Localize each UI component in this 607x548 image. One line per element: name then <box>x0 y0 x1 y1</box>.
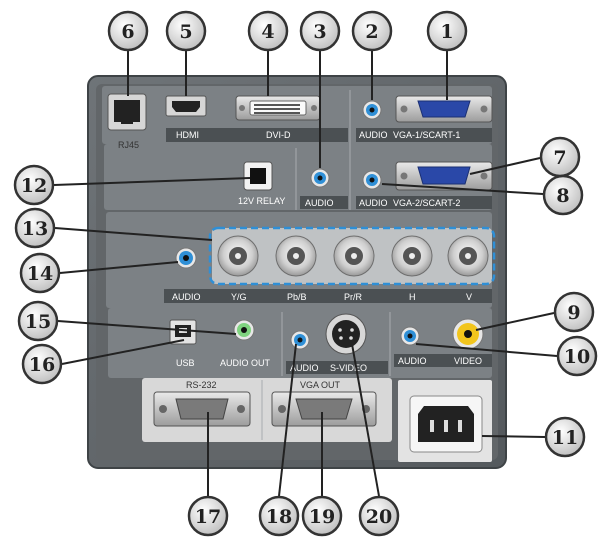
bnc-h-connector <box>391 235 433 277</box>
audio-mid-jack <box>310 168 330 188</box>
audio-component-jack <box>175 247 197 269</box>
vga-1-port <box>395 95 493 123</box>
dvi-port <box>235 95 321 121</box>
label-audio-mid: AUDIO <box>305 198 334 208</box>
label-video: VIDEO <box>454 356 482 366</box>
callout-20: 20 <box>358 495 400 537</box>
callout-2: 2 <box>351 10 393 52</box>
svg-text:9: 9 <box>567 302 580 324</box>
callout-15: 15 <box>17 300 59 342</box>
label-usb: USB <box>176 358 195 368</box>
label-12v-relay: 12V RELAY <box>238 196 285 206</box>
power-socket <box>409 395 483 453</box>
callout-10: 10 <box>556 335 598 377</box>
audio-in-2-jack <box>362 170 382 190</box>
bnc-v-connector <box>447 235 489 277</box>
label-audio-video: AUDIO <box>398 356 427 366</box>
svg-text:17: 17 <box>195 506 221 528</box>
label-vga-2: VGA-2/SCART-2 <box>393 198 460 208</box>
label-rj45: RJ45 <box>118 140 139 150</box>
component-bnc-group <box>208 226 496 286</box>
label-h: H <box>409 292 416 302</box>
svg-text:4: 4 <box>261 21 274 43</box>
callout-5: 5 <box>165 10 207 52</box>
label-audio-out: AUDIO OUT <box>220 358 271 368</box>
svg-text:12: 12 <box>21 175 47 197</box>
leader-lines <box>53 50 558 497</box>
audio-out-jack <box>233 319 255 341</box>
label-audio-svideo: AUDIO <box>290 363 319 373</box>
label-vga-1: VGA-1/SCART-1 <box>393 130 460 140</box>
video-rca-jack <box>452 318 484 350</box>
callout-1: 1 <box>426 10 468 52</box>
bnc-yg-connector <box>217 235 259 277</box>
callout-8: 8 <box>542 174 584 216</box>
svg-text:15: 15 <box>25 311 51 333</box>
label-dvi: DVI-D <box>266 130 291 140</box>
callout-11: 11 <box>544 416 586 458</box>
svg-text:16: 16 <box>29 354 55 376</box>
label-vga-out: VGA OUT <box>300 380 341 390</box>
audio-in-1-jack <box>362 100 382 120</box>
callout-6: 6 <box>107 10 149 52</box>
callout-7: 7 <box>539 136 581 178</box>
svg-text:20: 20 <box>366 506 392 528</box>
label-yg: Y/G <box>231 292 247 302</box>
svg-text:10: 10 <box>564 346 590 368</box>
svg-text:7: 7 <box>553 147 566 169</box>
svg-text:2: 2 <box>365 21 378 43</box>
label-audio-1: AUDIO <box>359 130 388 140</box>
hdmi-port <box>165 95 207 117</box>
audio-video-jack <box>400 326 420 346</box>
label-audio-2: AUDIO <box>359 198 388 208</box>
svg-text:8: 8 <box>556 185 569 207</box>
callout-18: 18 <box>258 495 300 537</box>
callout-13: 13 <box>14 207 56 249</box>
callout-17: 17 <box>187 495 229 537</box>
svideo-port <box>325 313 367 355</box>
svg-text:13: 13 <box>22 218 48 240</box>
svg-text:3: 3 <box>313 21 326 43</box>
vga-2-port <box>395 161 493 191</box>
callout-14: 14 <box>19 252 61 294</box>
svg-text:19: 19 <box>309 506 335 528</box>
label-v: V <box>466 292 472 302</box>
label-svideo: S-VIDEO <box>330 363 367 373</box>
bnc-prr-connector <box>333 235 375 277</box>
audio-svideo-jack <box>290 330 310 350</box>
callout-4: 4 <box>247 10 289 52</box>
callout-3: 3 <box>299 10 341 52</box>
callout-9: 9 <box>553 291 595 333</box>
svg-text:5: 5 <box>179 21 192 43</box>
rj45-port <box>107 93 147 131</box>
callout-19: 19 <box>301 495 343 537</box>
svg-text:6: 6 <box>121 21 134 43</box>
label-pbb: Pb/B <box>287 292 307 302</box>
svg-text:18: 18 <box>266 506 292 528</box>
bnc-pbb-connector <box>275 235 317 277</box>
label-prr: Pr/R <box>344 292 363 302</box>
label-audio-component: AUDIO <box>172 292 201 302</box>
svg-text:14: 14 <box>27 263 53 285</box>
label-hdmi: HDMI <box>176 130 199 140</box>
bnc-group-outline <box>208 226 496 286</box>
callout-16: 16 <box>21 343 63 385</box>
rs232-port <box>153 391 251 427</box>
relay-port <box>243 161 273 191</box>
label-rs232: RS-232 <box>186 380 217 390</box>
svg-text:1: 1 <box>440 21 453 43</box>
callout-12: 12 <box>13 164 55 206</box>
svg-text:11: 11 <box>552 427 578 449</box>
vga-out-port <box>271 391 377 427</box>
